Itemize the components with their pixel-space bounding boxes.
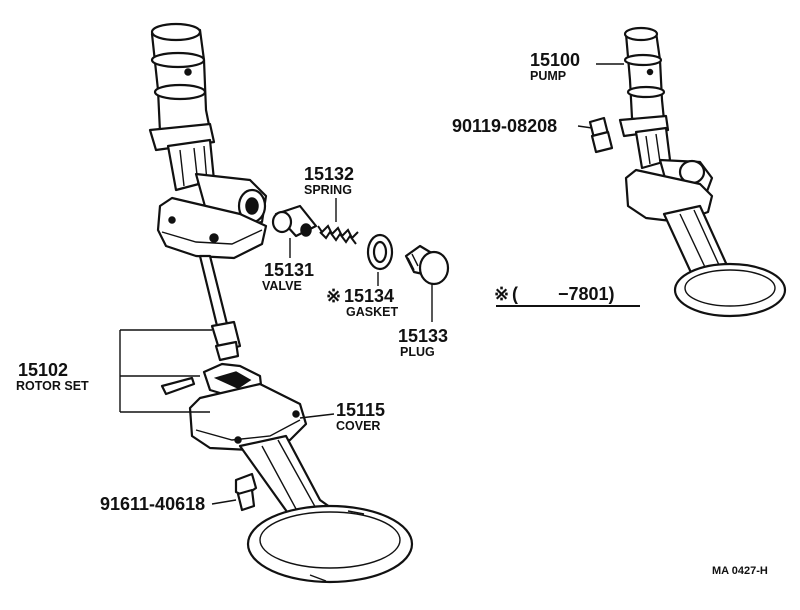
label-91611-number: 91611-40618 <box>100 494 205 514</box>
label-15115-number: 15115 <box>336 400 385 420</box>
label-15100-name: PUMP <box>530 69 566 83</box>
left-cover-bolt <box>234 472 258 512</box>
left-rotor-set <box>160 362 264 402</box>
label-15134-mark: ※ <box>326 286 341 306</box>
reference-code: MA 0427-H <box>712 565 768 577</box>
label-15131-name: VALVE <box>262 279 302 293</box>
left-spring <box>317 224 359 245</box>
label-15100-number: 15100 <box>530 50 580 70</box>
right-pump-bolt <box>588 116 614 154</box>
footnote-text: ( −7801) <box>512 284 615 304</box>
left-pump-body <box>148 22 268 260</box>
label-15133-name: PLUG <box>400 345 435 359</box>
label-90119-number: 90119-08208 <box>452 116 557 136</box>
leader-91611 <box>211 499 237 505</box>
label-15131-number: 15131 <box>264 260 314 280</box>
left-cover <box>188 382 308 452</box>
label-15132-name: SPRING <box>304 183 352 197</box>
leader-15102 <box>119 329 212 413</box>
label-15133-number: 15133 <box>398 326 448 346</box>
label-15102-number: 15102 <box>18 360 68 380</box>
left-plug <box>404 244 450 286</box>
label-15134-number: 15134 <box>344 286 394 306</box>
label-15115-name: COVER <box>336 419 380 433</box>
left-valve <box>271 204 318 238</box>
label-15132-number: 15132 <box>304 164 354 184</box>
part-labels: 15100 PUMP 90119-08208 15132 SPRING 1513… <box>16 50 768 577</box>
left-oil-strainer <box>238 434 414 584</box>
label-15102-name: ROTOR SET <box>16 379 89 393</box>
left-gasket <box>366 233 394 271</box>
leader-90119 <box>577 125 593 129</box>
label-15134-name: GASKET <box>346 305 398 319</box>
footnote-mark: ※ <box>494 284 509 304</box>
leader-lines <box>119 63 640 505</box>
left-drive-shaft <box>198 254 242 362</box>
right-pump-assembly <box>618 26 787 318</box>
leader-15115 <box>299 413 335 419</box>
